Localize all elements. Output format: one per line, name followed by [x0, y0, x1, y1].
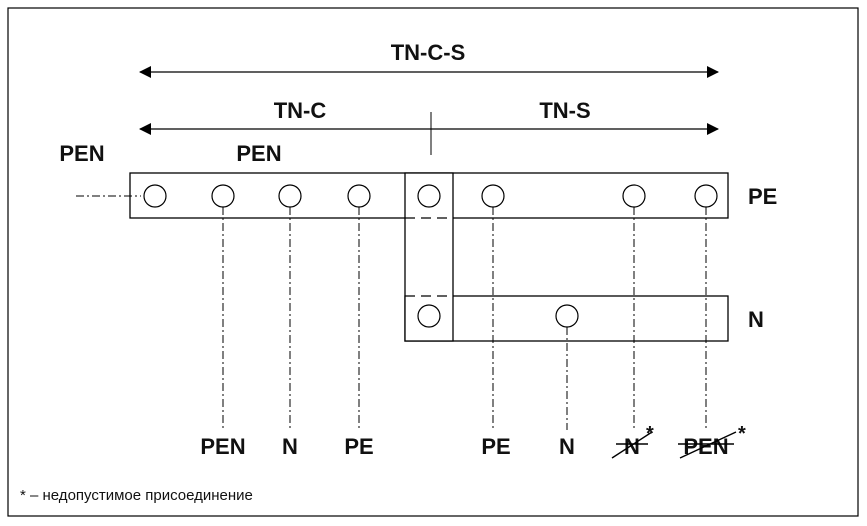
- outer-frame: [7, 7, 859, 517]
- terminal-circle: [694, 184, 718, 208]
- strike-line: [679, 431, 737, 459]
- bottom-label-pe: PE: [481, 434, 510, 459]
- terminal-circle: [211, 184, 235, 208]
- terminal-circle: [347, 184, 371, 208]
- asterisk-mark: *: [738, 423, 746, 445]
- asterisk-mark: *: [646, 423, 654, 445]
- terminal-circle: [143, 184, 167, 208]
- conductor-lines: [222, 207, 707, 430]
- tn-s-label: TN-S: [539, 98, 590, 123]
- terminal-circle: [278, 184, 302, 208]
- pen-incoming-label: PEN: [59, 141, 104, 166]
- bottom-label-n: N: [559, 434, 575, 459]
- bottom-label-pen: PEN: [200, 434, 245, 459]
- terminal-circle: [622, 184, 646, 208]
- bottom-label-pe: PE: [344, 434, 373, 459]
- tn-c-s-label: TN-C-S: [391, 40, 466, 65]
- strike-line: [611, 431, 653, 459]
- tn-c-label: TN-C: [274, 98, 327, 123]
- bottom-label-n: N: [282, 434, 298, 459]
- terminal-circle: [417, 184, 441, 208]
- terminal-circle: [555, 304, 579, 328]
- pe-bus-label: PE: [748, 184, 777, 209]
- terminal-circle: [481, 184, 505, 208]
- terminal-circle: [417, 304, 441, 328]
- n-bus-label: N: [748, 307, 764, 332]
- bottom-label-n-forbidden: N: [624, 434, 640, 459]
- footnote: * – недопустимое присоединение: [20, 487, 253, 504]
- pen-bus-label: PEN: [236, 141, 281, 166]
